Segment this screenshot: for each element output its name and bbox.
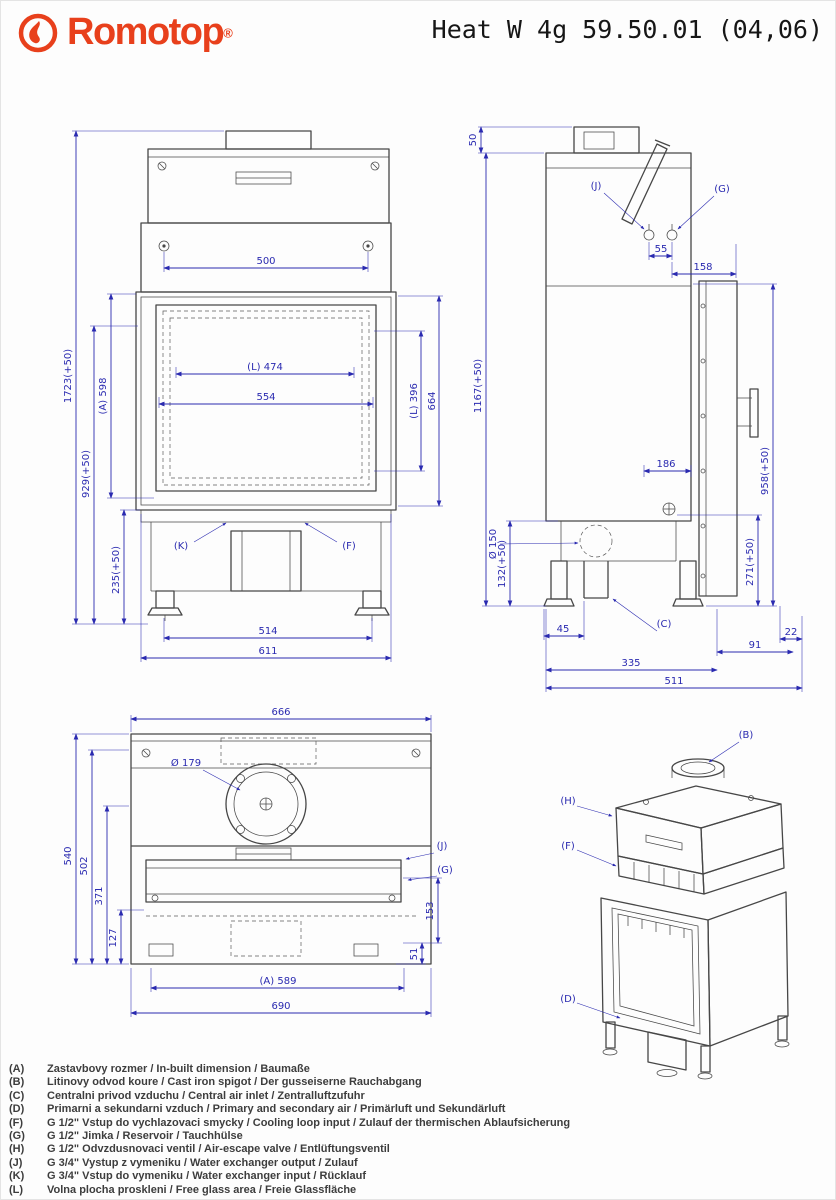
dim-1167: 1167(+50) — [473, 359, 484, 413]
bottom-view-drawing: 666 Ø 179 540 502 371 127 (J) (G) 153 — [63, 707, 453, 1017]
dim-153: 153 — [425, 901, 436, 920]
legend-key: (K) — [9, 1170, 25, 1183]
dim-91: 91 — [749, 640, 762, 651]
dim-51: 51 — [409, 948, 420, 961]
dim-158: 158 — [693, 262, 712, 273]
legend: (A) Zastavbovy rozmer / In-built dimensio… — [9, 1063, 829, 1197]
dim-664: 664 — [427, 391, 438, 410]
dim-335: 335 — [621, 658, 640, 669]
dim-554: 554 — [256, 392, 275, 403]
legend-text: Centralni privod vzduchu / Central air i… — [47, 1089, 365, 1102]
label-F: (F) — [561, 841, 575, 852]
dim-22: 22 — [785, 627, 798, 638]
legend-item: (F) G 1/2" Vstup do vychlazovaci smycky /… — [9, 1117, 829, 1130]
dim-271: 271(+50) — [745, 538, 756, 586]
legend-key: (C) — [9, 1089, 25, 1102]
legend-text: G 1/2" Vstup do vychlazovaci smycky / Co… — [47, 1116, 571, 1129]
dim-396: (L) 396 — [409, 383, 420, 419]
legend-item: (H) G 1/2" Odvzdusnovaci ventil / Air-esc… — [9, 1143, 829, 1156]
legend-key: (G) — [9, 1130, 25, 1143]
dim-132: 132(+50) — [497, 540, 508, 588]
dim-690: 690 — [271, 1001, 290, 1012]
label-K: (K) — [174, 541, 188, 552]
dim-1723: 1723(+50) — [63, 349, 74, 403]
dim-611: 611 — [258, 646, 277, 657]
side-view-drawing: 50 (J) (G) 55 158 1167(+50) 958(+50) 186… — [468, 126, 803, 692]
dim-50: 50 — [468, 134, 479, 147]
brand-name: Romotop — [67, 11, 225, 53]
registered-mark: ® — [223, 25, 233, 41]
dim-598: (A) 598 — [98, 378, 109, 415]
document-title: Heat W 4g 59.50.01 (04,06) — [431, 15, 823, 44]
dim-235: 235(+50) — [111, 546, 122, 594]
legend-key: (B) — [9, 1076, 25, 1089]
legend-item: (K) G 3/4" Vstup do vymeniku / Water exch… — [9, 1170, 829, 1183]
label-H: (H) — [560, 796, 575, 807]
dim-514: 514 — [258, 626, 277, 637]
dim-179: Ø 179 — [171, 757, 201, 769]
front-structure — [135, 130, 397, 621]
legend-text: G 3/4" Vstup do vymeniku / Water exchang… — [47, 1170, 366, 1183]
dim-929: 929(+50) — [81, 450, 92, 498]
legend-text: G 1/2" Jimka / Reservoir / Tauchhülse — [47, 1130, 243, 1143]
dim-500: 500 — [256, 256, 275, 267]
dim-474: (L) 474 — [247, 362, 283, 373]
label-J: (J) — [591, 181, 602, 192]
label-J: (J) — [437, 841, 448, 852]
dim-589: (A) 589 — [260, 976, 297, 987]
dim-371: 371 — [94, 886, 105, 905]
legend-item: (B) Litinovy odvod koure / Cast iron spig… — [9, 1076, 829, 1089]
dim-127: 127 — [108, 928, 119, 947]
legend-key: (J) — [9, 1156, 23, 1169]
side-structure — [543, 126, 759, 607]
iso-structure — [600, 758, 790, 1080]
legend-item: (C) Centralni privod vzduchu / Central ai… — [9, 1090, 829, 1103]
legend-item: (J) G 3/4" Vystup z vymeniku / Water exch… — [9, 1157, 829, 1170]
legend-key: (H) — [9, 1143, 25, 1156]
legend-key: (A) — [9, 1063, 25, 1075]
dim-45: 45 — [557, 624, 570, 635]
label-D: (D) — [560, 994, 576, 1005]
dim-958: 958(+50) — [760, 447, 771, 495]
dim-150: Ø 150 — [487, 529, 499, 559]
label-B: (B) — [739, 730, 754, 741]
legend-key: (D) — [9, 1103, 25, 1116]
legend-text: G 1/2" Odvzdusnovaci ventil / Air-escape… — [47, 1143, 390, 1156]
dim-186: 186 — [656, 459, 675, 470]
flame-icon — [18, 13, 58, 53]
legend-item: (A) Zastavbovy rozmer / In-built dimensio… — [9, 1063, 829, 1076]
legend-text: Zastavbovy rozmer / In-built dimension /… — [47, 1063, 310, 1075]
legend-key: (L) — [9, 1183, 24, 1196]
dim-511: 511 — [664, 676, 683, 687]
label-G: (G) — [714, 184, 730, 195]
legend-text: Litinovy odvod koure / Cast iron spigot … — [47, 1076, 422, 1089]
legend-item: (D) Primarni a sekundarni vzduch / Primar… — [9, 1103, 829, 1116]
legend-text: Primarni a sekundarni vzduch / Primary a… — [47, 1103, 506, 1116]
front-view-drawing: 500 (L) 474 554 (L) 396 664 1723(+50) 92… — [63, 130, 443, 662]
iso-labels: (B) (H) (F) (D) — [560, 730, 754, 1019]
label-F: (F) — [342, 541, 356, 552]
bottom-dimensions: 666 Ø 179 540 502 371 127 (J) (G) 153 — [63, 707, 453, 1017]
legend-item: (G) G 1/2" Jimka / Reservoir / Tauchhülse — [9, 1130, 829, 1143]
label-G: (G) — [437, 865, 453, 876]
legend-text: Volna plocha proskleni / Free glass area… — [47, 1183, 357, 1196]
isometric-view-drawing: (B) (H) (F) (D) — [560, 730, 790, 1080]
legend-item: (L) Volna plocha proskleni / Free glass a… — [9, 1184, 829, 1197]
legend-key: (F) — [9, 1116, 24, 1129]
legend-text: G 3/4" Vystup z vymeniku / Water exchang… — [47, 1156, 358, 1169]
bottom-structure — [130, 733, 432, 965]
side-dimensions: 50 (J) (G) 55 158 1167(+50) 958(+50) 186… — [468, 126, 803, 692]
dim-540: 540 — [63, 846, 74, 865]
brand-logo: Romotop® — [15, 9, 233, 55]
dim-502: 502 — [79, 856, 90, 875]
front-dimensions: 500 (L) 474 554 (L) 396 664 1723(+50) 92… — [63, 130, 443, 662]
dim-666: 666 — [271, 707, 290, 718]
label-C: (C) — [657, 619, 672, 630]
dim-55: 55 — [655, 244, 668, 255]
